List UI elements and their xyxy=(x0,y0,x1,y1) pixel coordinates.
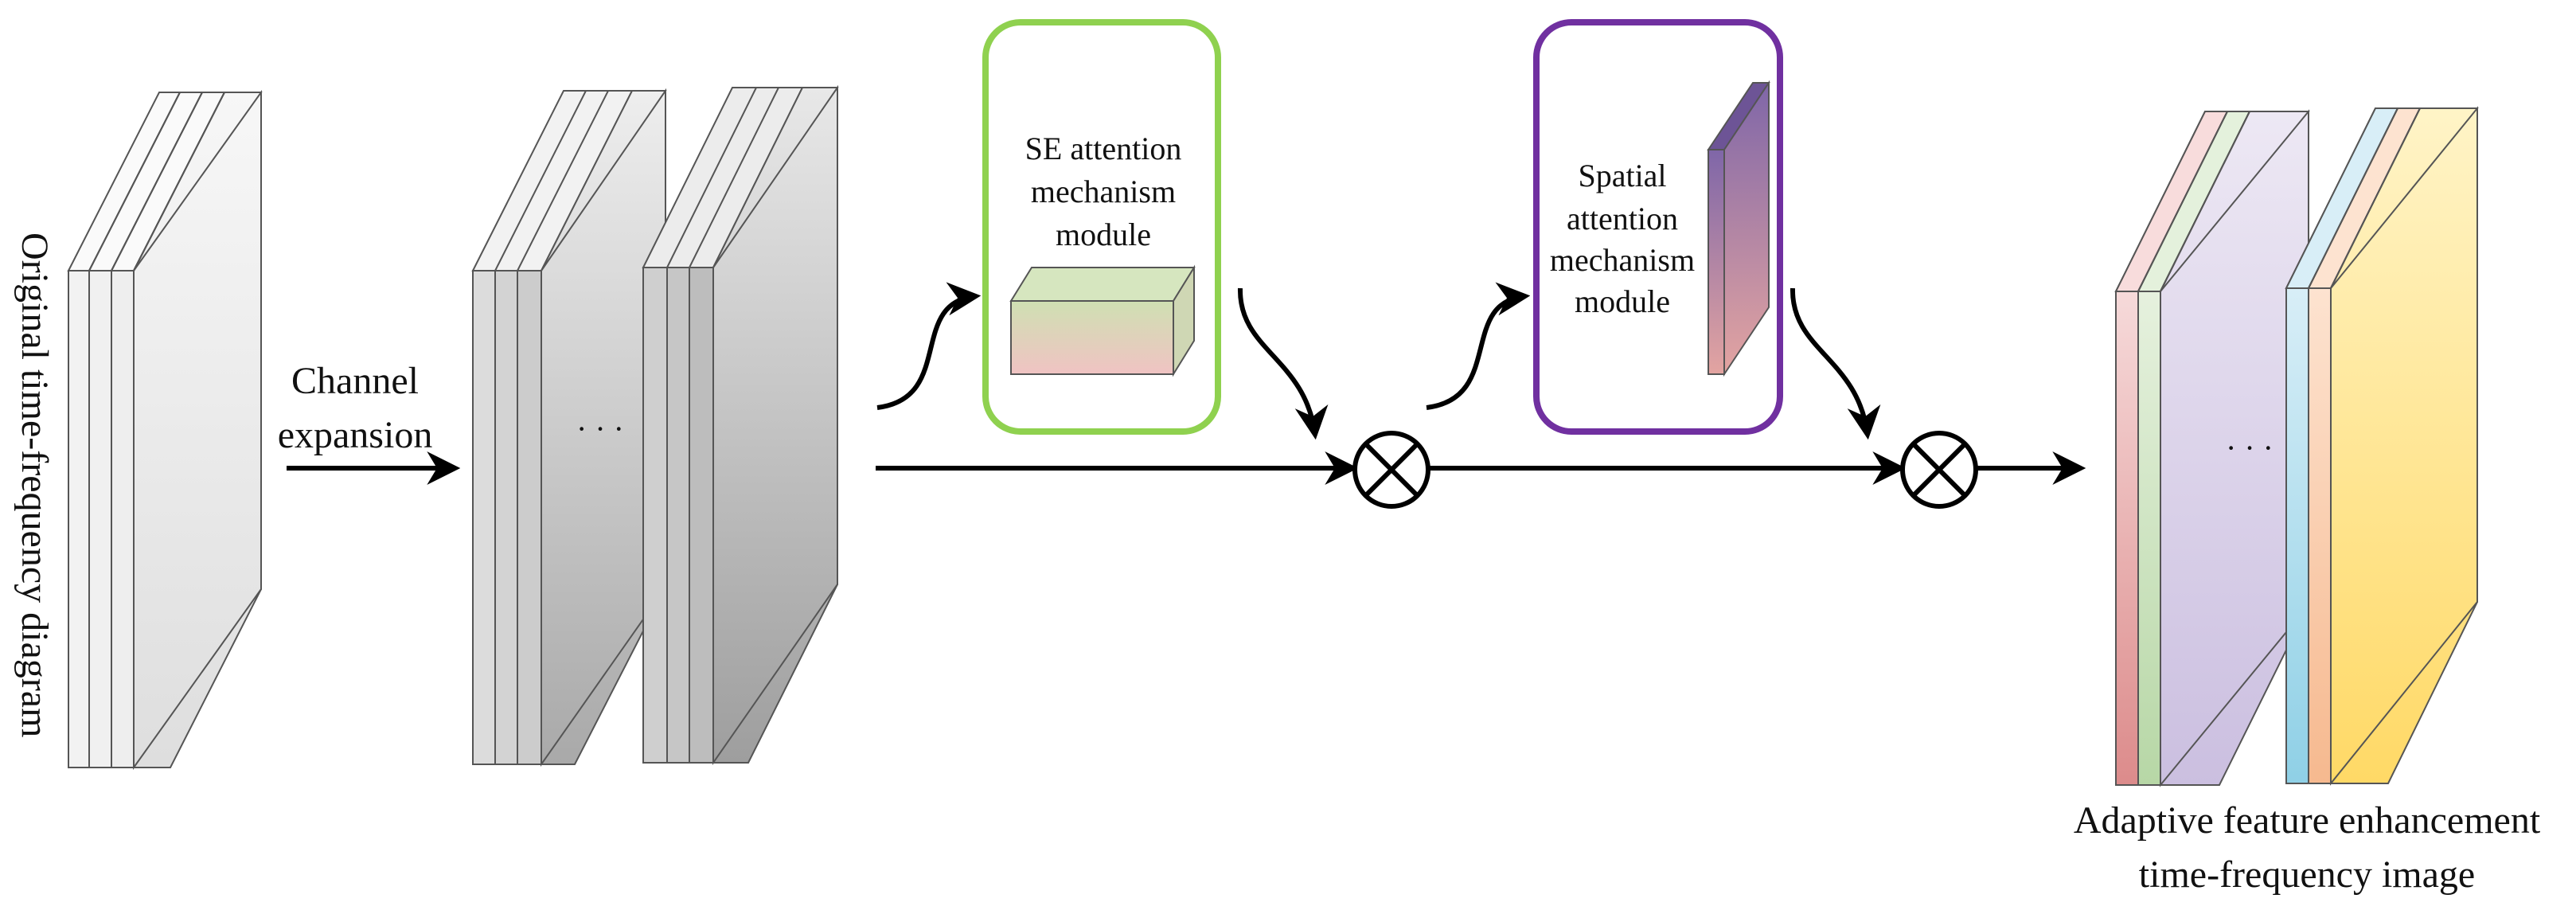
se-module-label-line1: SE attention xyxy=(1025,131,1182,166)
expanded-ellipsis: · · · xyxy=(576,411,624,447)
spatial-module-label-line4: module xyxy=(1575,283,1670,319)
multiply-circle-icon xyxy=(1352,431,1430,509)
expanded-stack-2 xyxy=(642,84,839,766)
input-stack xyxy=(67,89,263,771)
output-ellipsis: · · · xyxy=(2226,430,2274,466)
se-module-label-line2: mechanism xyxy=(1031,174,1176,209)
input-label: Original time-frequency diagram xyxy=(14,232,56,737)
se-branch-out-arrow xyxy=(1237,287,1329,440)
se-block-icon xyxy=(1009,264,1196,377)
expanded-stack-1 xyxy=(471,88,667,768)
output-stack-1 xyxy=(2114,109,2310,787)
spatial-branch-out-arrow xyxy=(1790,287,1881,440)
spatial-module-label-line3: mechanism xyxy=(1550,242,1695,278)
channel-expansion-label-line1: Channel xyxy=(291,360,419,402)
multiply-circle-icon-2 xyxy=(1900,431,1978,509)
output-label-line1: Adaptive feature enhancement xyxy=(2074,799,2541,842)
output-label-line2: time-frequency image xyxy=(2139,853,2475,896)
se-module-label-line3: module xyxy=(1056,217,1151,252)
spatial-module-label-line1: Spatial xyxy=(1578,158,1666,193)
spatial-module-label-line2: attention xyxy=(1567,201,1678,236)
channel-expansion-label-line2: expansion xyxy=(278,414,433,456)
spatial-branch-in-arrow xyxy=(1426,282,1531,410)
output-stack-2 xyxy=(2285,106,2479,786)
spatial-map-icon xyxy=(1707,80,1770,377)
se-branch-in-arrow xyxy=(876,282,982,410)
